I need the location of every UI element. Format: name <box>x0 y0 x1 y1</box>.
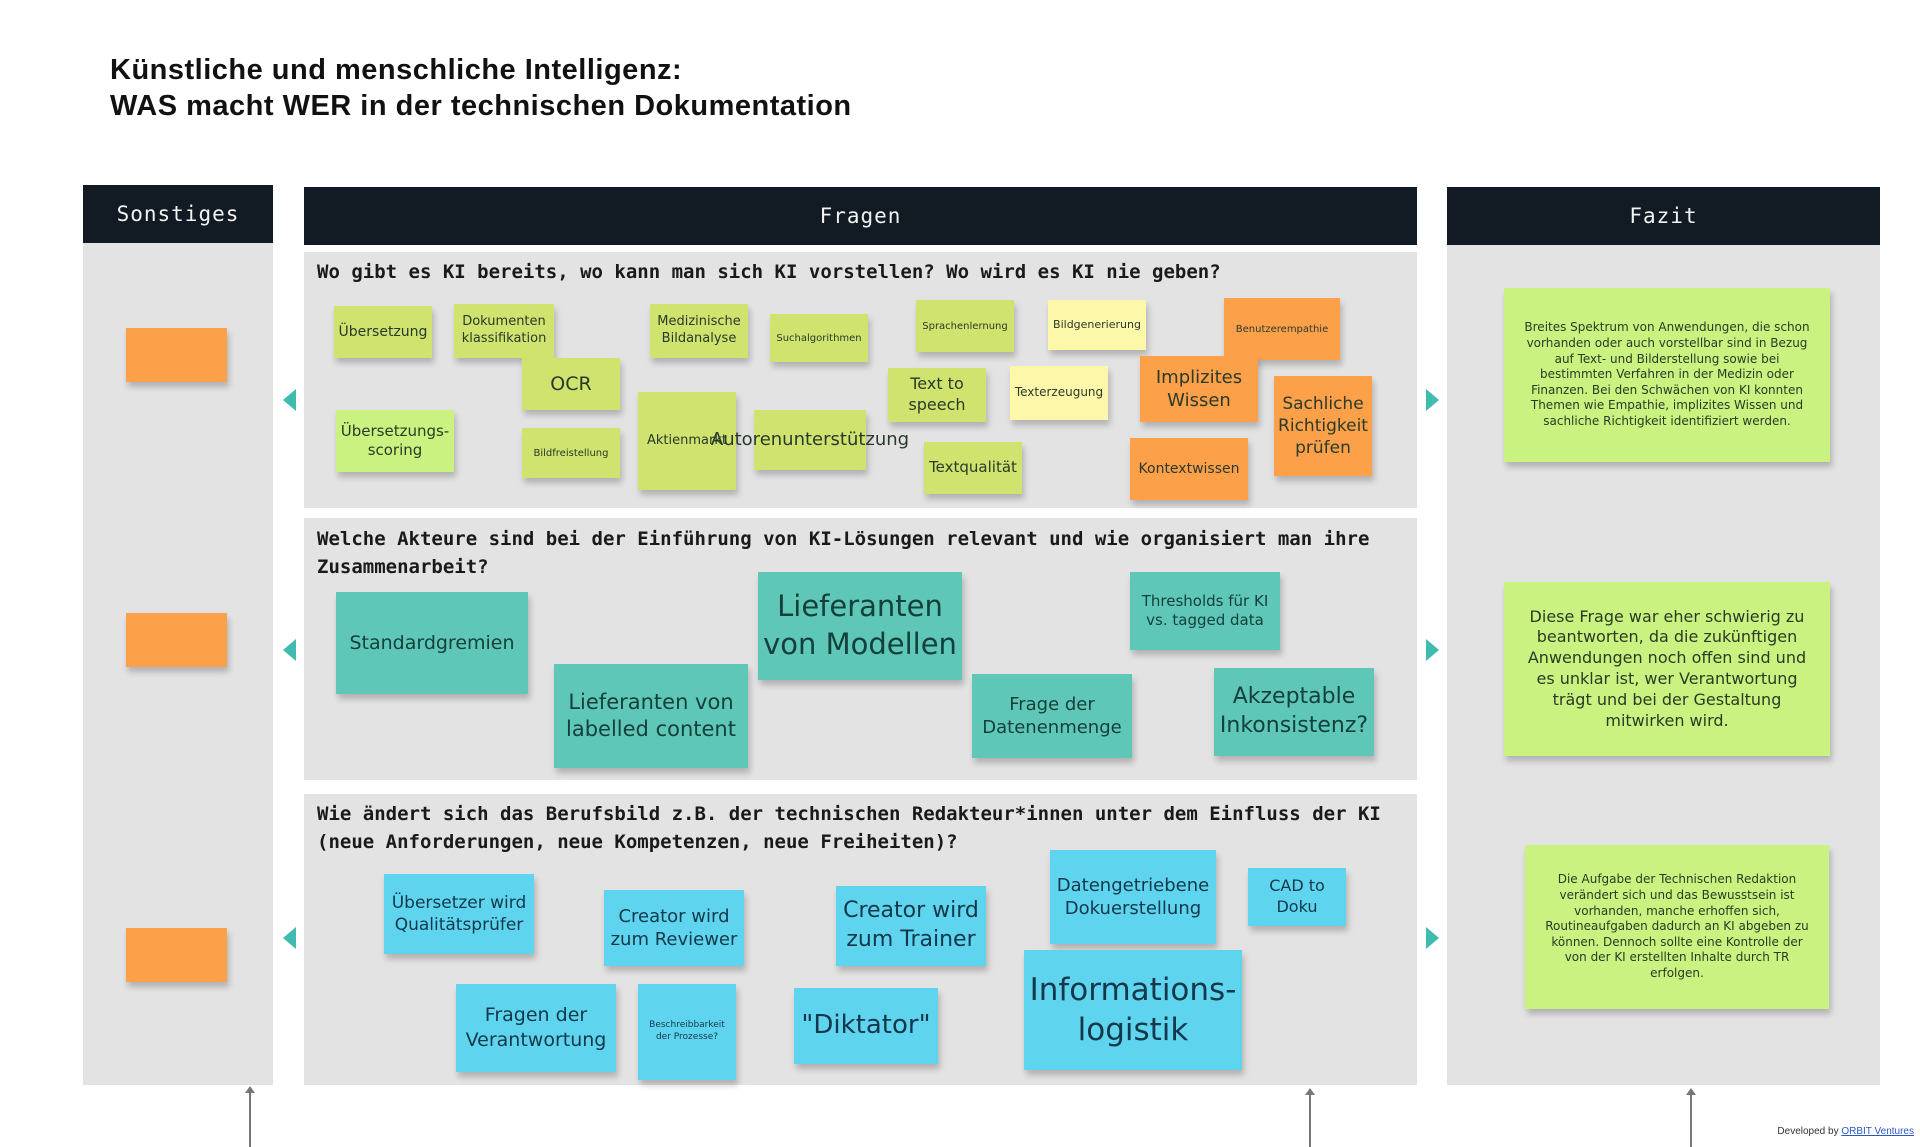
sticky-note[interactable]: Informations-logistik <box>1024 950 1242 1070</box>
sticky-note[interactable]: Medizinische Bildanalyse <box>650 304 748 358</box>
fazit-header: Fazit <box>1447 187 1880 245</box>
question-section-2: Welche Akteure sind bei der Einführung v… <box>304 518 1417 780</box>
footer-prefix: Developed by <box>1777 1126 1839 1137</box>
arrow-left-icon <box>283 927 296 949</box>
sticky-note[interactable]: Übersetzungs-scoring <box>336 410 454 472</box>
sticky-note[interactable]: Thresholds für KI vs. tagged data <box>1130 572 1280 650</box>
sonstiges-note-3[interactable] <box>126 928 227 982</box>
arrow-right-icon <box>1426 389 1439 411</box>
sticky-note[interactable]: Übersetzer wird Qualitätsprüfer <box>384 874 534 954</box>
question-3: Wie ändert sich das Berufsbild z.B. der … <box>317 803 1381 853</box>
question-1: Wo gibt es KI bereits, wo kann man sich … <box>317 261 1221 283</box>
fazit-note-1[interactable]: Breites Spektrum von Anwendungen, die sc… <box>1504 288 1830 462</box>
sticky-note[interactable]: Bildgenerierung <box>1048 300 1146 350</box>
sticky-note[interactable]: Texterzeugung <box>1010 366 1108 420</box>
board-title-line-1: Künstliche und menschliche Intelligenz: <box>110 54 683 86</box>
fazit-note-3[interactable]: Die Aufgabe der Technischen Redaktion ve… <box>1525 845 1829 1009</box>
sticky-note[interactable]: Sachliche Richtigkeit prüfen <box>1274 376 1372 476</box>
sonstiges-note-1[interactable] <box>126 328 227 382</box>
sticky-note[interactable]: Standardgremien <box>336 592 528 694</box>
sticky-note[interactable]: Übersetzung <box>334 306 432 358</box>
sticky-note[interactable]: Fragen der Verantwortung <box>456 984 616 1072</box>
sticky-note[interactable]: OCR <box>522 358 620 410</box>
sticky-note[interactable]: Datengetriebene Dokuerstellung <box>1050 850 1216 944</box>
sticky-note[interactable]: Frage der Datenenmenge <box>972 674 1132 758</box>
board-title: Künstliche und menschliche Intelligenz: … <box>110 52 852 124</box>
sticky-note[interactable]: Lieferanten von Modellen <box>758 572 962 680</box>
sticky-note[interactable]: CAD to Doku <box>1248 868 1346 926</box>
sticky-note[interactable]: Kontextwissen <box>1130 438 1248 500</box>
sticky-note[interactable]: Creator wird zum Reviewer <box>604 890 744 966</box>
sticky-note[interactable]: "Diktator" <box>794 988 938 1064</box>
sticky-note[interactable]: Textqualität <box>924 442 1022 494</box>
board-title-line-2: WAS macht WER in der technischen Dokumen… <box>110 90 852 122</box>
sticky-note[interactable]: Text to speech <box>888 368 986 422</box>
arrow-left-icon <box>283 389 296 411</box>
sticky-note[interactable]: Lieferanten von labelled content <box>554 664 748 768</box>
arrow-left-icon <box>283 639 296 661</box>
sticky-note[interactable]: Suchalgorithmen <box>770 314 868 362</box>
question-section-1: Wo gibt es KI bereits, wo kann man sich … <box>304 252 1417 508</box>
connector-line <box>1686 1088 1696 1147</box>
sonstiges-note-2[interactable] <box>126 613 227 667</box>
fragen-header: Fragen <box>304 187 1417 245</box>
arrow-right-icon <box>1426 639 1439 661</box>
footer-link[interactable]: ORBIT Ventures <box>1841 1126 1914 1137</box>
sticky-note[interactable]: Akzeptable Inkonsistenz? <box>1214 668 1374 756</box>
sticky-note[interactable]: Beschreibbarkeit der Prozesse? <box>638 984 736 1080</box>
sticky-note[interactable]: Aktienmarkt <box>638 392 736 490</box>
sticky-note[interactable]: Dokumenten klassifikation <box>454 304 554 358</box>
connector-line <box>245 1086 255 1147</box>
arrow-right-icon <box>1426 927 1439 949</box>
fazit-note-2[interactable]: Diese Frage war eher schwierig zu beantw… <box>1504 582 1830 756</box>
sticky-note[interactable]: Creator wird zum Trainer <box>836 886 986 966</box>
sticky-note[interactable]: Implizites Wissen <box>1140 356 1258 422</box>
footer-credit: Developed by ORBIT Ventures <box>1777 1126 1914 1137</box>
sticky-note[interactable]: Benutzerempathie <box>1224 298 1340 360</box>
sticky-note[interactable]: Autorenunterstützung <box>711 410 909 470</box>
sticky-note[interactable]: Sprachenlernung <box>916 300 1014 352</box>
question-2: Welche Akteure sind bei der Einführung v… <box>317 528 1370 578</box>
connector-line <box>1305 1088 1315 1147</box>
sonstiges-header: Sonstiges <box>83 185 273 243</box>
sticky-note[interactable]: Bildfreistellung <box>522 428 620 478</box>
question-section-3: Wie ändert sich das Berufsbild z.B. der … <box>304 794 1417 1085</box>
